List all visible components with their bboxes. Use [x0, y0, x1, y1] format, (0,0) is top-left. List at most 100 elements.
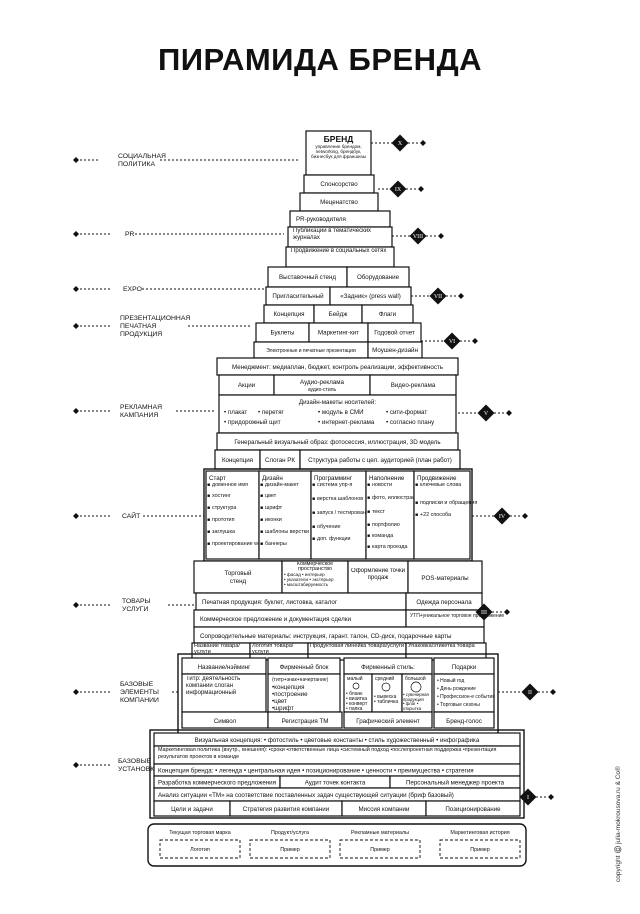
- roman-marker: [519, 788, 537, 806]
- set-mission: Миссия компании: [359, 806, 410, 813]
- site-item: система упр-я: [317, 482, 352, 488]
- gifts-item: • День рождение: [437, 686, 476, 692]
- page-title: ПИРАМИДА БРЕНДА: [157, 42, 483, 77]
- style-small-item: • конверт: [346, 701, 368, 707]
- site-item: дизайн-макет: [265, 481, 299, 488]
- style-medium: средний: [375, 675, 394, 682]
- site-item: команда: [372, 533, 393, 539]
- gifts-item: • Новый год: [437, 677, 464, 684]
- roman-numeral: VII: [434, 294, 442, 300]
- set-strategy: Стратегия развития компании: [243, 806, 330, 813]
- set-visual-concept: Визуальная концепция: • фотостиль • цвет…: [195, 737, 480, 744]
- style-medium-icon: [381, 682, 391, 692]
- level-viii-label-text: PR: [125, 231, 135, 238]
- level-iv-label: САЙТ: [73, 511, 204, 520]
- base-block-item: •цвет: [272, 698, 287, 705]
- level-iii: Торговый стенд Коммерческое пространство…: [191, 560, 504, 661]
- pr-head: PR-руководителя: [296, 216, 346, 223]
- site-item: хостинг: [212, 493, 231, 499]
- site-item: цвет: [265, 493, 277, 499]
- expo-stand: Выставочный стенд: [279, 274, 336, 281]
- site-item: верстка шаблонов: [317, 496, 363, 502]
- roman-marker: [391, 134, 409, 152]
- base-gifts: Подарки: [452, 664, 477, 671]
- current-head: Текущая торговая марка: [169, 830, 231, 836]
- ad-carrier: • интернет-реклама: [318, 419, 375, 426]
- expo-equipment: Оборудование: [357, 274, 400, 281]
- print-presentations: Электронные и печатные презентации: [266, 348, 356, 354]
- roman-numeral: VIII: [413, 234, 423, 240]
- site-item: баннеры: [265, 541, 287, 547]
- current-head: Продукт/услуга: [271, 830, 309, 836]
- ad-carrier: • перетяг: [258, 409, 285, 416]
- goods-commercial-space: Коммерческое пространство• фасад • интер…: [284, 562, 334, 587]
- goods-name: Название товара/услуги: [194, 643, 240, 656]
- set-tm-analysis: Анализ ситуации «ТМ» на соответствие пос…: [158, 792, 454, 799]
- site-item: подписки и обращения: [420, 500, 477, 506]
- ad-audio-style: аудио-стиль: [308, 387, 337, 393]
- expo-concept: Концепция: [273, 311, 304, 318]
- site-column-head: Продвижение: [417, 475, 457, 482]
- current-item: Пример: [370, 847, 390, 853]
- base-company-block: Фирменный блок: [280, 664, 329, 671]
- base-tm-registration: Регистрация TM: [282, 718, 329, 725]
- current-head: Рекламные материалы: [351, 830, 409, 836]
- pr-social: Продвижение в социальных сетях: [291, 248, 387, 254]
- ad-audio: Аудио-реклама: [300, 379, 344, 386]
- ad-actions: Акции: [238, 382, 256, 389]
- site-item: проектирование web-проекта: [212, 541, 286, 547]
- goods-uniform: Одежда персонала: [416, 599, 472, 606]
- print-booklets: Буклеты: [271, 330, 295, 337]
- site-item: +22 способа: [420, 512, 451, 518]
- site-item: доп. функции: [317, 536, 351, 542]
- print-motion: Моушен-дизайн: [372, 347, 418, 354]
- style-small-item: • визитка: [346, 696, 367, 702]
- style-small-item: • бланк: [346, 691, 363, 697]
- set-touchpoint-audit: Аудит точек контакта: [305, 780, 366, 787]
- site-item: иконки: [265, 517, 282, 523]
- roman-numeral: II: [528, 690, 532, 696]
- sponsorship: Спонсорство: [320, 181, 358, 188]
- pr-publications: Публикации в тематических журналах: [293, 228, 372, 241]
- level-viii-label: PR: [73, 231, 284, 238]
- base-symbol: Символ: [214, 718, 237, 725]
- base-naming: Название/нэйминг: [198, 664, 252, 671]
- base-corporate-style: Фирменный стиль:: [361, 664, 415, 671]
- expo-invitation: Пригласительный: [272, 293, 324, 300]
- site-item: карта проезда: [372, 544, 408, 550]
- level-ii: Название/нэйминг Фирменный блок Фирменны…: [177, 653, 499, 747]
- level-x: БРЕНД управление брендом, networking, бр…: [305, 130, 372, 176]
- style-medium-item: • табличка: [374, 699, 398, 705]
- set-project-manager: Персональный менеджер проекта: [406, 780, 505, 787]
- site-item: доменное имя: [212, 482, 248, 488]
- roman-numeral: I: [527, 795, 529, 801]
- roman-marker: [521, 683, 539, 701]
- goods-packaging: Упаковка/этикетка товара: [408, 643, 475, 649]
- roman-marker: [429, 287, 447, 305]
- level-vii-label: EXPO: [73, 286, 264, 293]
- site-column-head: Старт: [209, 475, 226, 482]
- site-item: заглушка: [212, 529, 235, 535]
- site-item: прототип: [212, 517, 235, 523]
- style-small: малый: [347, 675, 363, 682]
- goods-offer: Коммерческое предложение и документация …: [200, 616, 351, 623]
- patronage: Меценатство: [320, 199, 358, 206]
- brand-title: БРЕНД: [324, 134, 354, 144]
- base-block-item: •построение: [272, 691, 308, 698]
- style-large-icon: [410, 681, 422, 693]
- current-item: Пример: [280, 847, 300, 853]
- roman-marker: [389, 180, 407, 198]
- level-ix: Спонсорство Меценатство: [299, 174, 379, 212]
- brand-desc: управление брендом, networking, брендбук…: [310, 144, 366, 160]
- ad-carrier: • модуль в СМИ: [318, 409, 364, 416]
- gifts-item: • Торговые сезоны: [437, 702, 480, 708]
- current-item: Пример: [470, 847, 490, 853]
